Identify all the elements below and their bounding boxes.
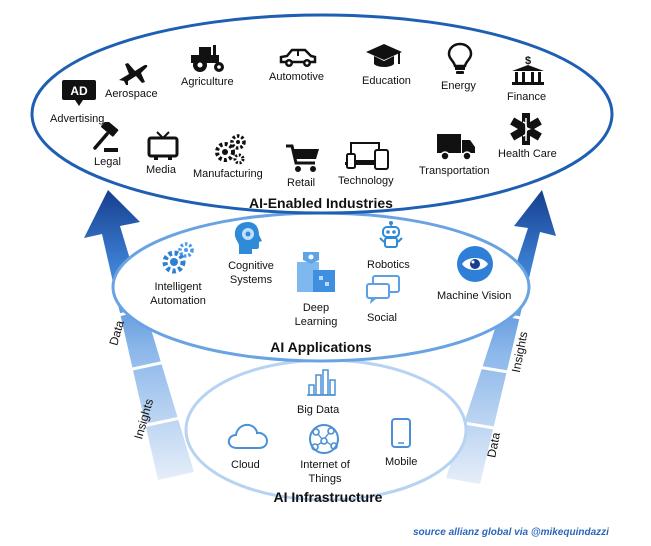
brain-head-icon xyxy=(232,220,266,261)
truck-icon xyxy=(436,133,476,166)
robot-icon xyxy=(378,220,404,255)
industries-ellipse xyxy=(30,13,614,215)
devices-icon xyxy=(345,142,389,175)
industry-label-manufacturing: Manufacturing xyxy=(193,168,263,180)
deep-learning-icon xyxy=(295,250,337,299)
left-flow-arrow xyxy=(84,190,194,480)
application-label-robotics: Robotics xyxy=(367,259,410,271)
application-label-cognitive-systems: Cognitive Systems xyxy=(228,260,274,286)
industry-label-automotive: Automotive xyxy=(269,71,325,83)
tractor-icon xyxy=(189,43,227,78)
star-of-life-icon xyxy=(509,112,543,151)
advertising-badge-icon: AD xyxy=(62,80,96,106)
eye-icon xyxy=(456,245,494,288)
left-arrow-divider xyxy=(142,416,181,428)
infrastructure-label-cloud: Cloud xyxy=(231,459,260,471)
source-credit: source allianz global via @mikequindazzi xyxy=(413,527,609,538)
advertising-badge-text: AD xyxy=(70,84,88,98)
industry-label-health-care: Health Care xyxy=(498,148,557,160)
industry-label-legal: Legal xyxy=(94,156,121,168)
right-flow-arrow xyxy=(446,190,556,484)
industries-title: AI-Enabled Industries xyxy=(249,195,393,211)
chat-bubbles-icon xyxy=(365,274,401,311)
gavel-icon xyxy=(90,120,122,159)
infrastructure-label-big-data: Big Data xyxy=(297,404,340,416)
television-icon xyxy=(147,131,179,166)
industry-label-advertising: Advertising xyxy=(50,113,105,125)
left-arrow-divider xyxy=(127,360,166,372)
network-globe-icon xyxy=(306,422,342,461)
graduation-cap-icon xyxy=(365,42,403,75)
industry-label-aerospace: Aerospace xyxy=(105,88,158,100)
application-label-deep-learning: Deep Learning xyxy=(294,302,338,328)
dollar-sign: $ xyxy=(525,55,531,67)
right-arrow-divider xyxy=(471,364,509,374)
application-label-social: Social xyxy=(367,312,397,324)
infrastructure-label-mobile: Mobile xyxy=(385,456,418,468)
industry-label-energy: Energy xyxy=(441,80,476,92)
airplane-icon xyxy=(117,58,149,91)
application-label-intelligent-automation: Intelligent Automation xyxy=(150,281,206,307)
bar-chart-icon xyxy=(305,367,337,402)
mobile-phone-icon xyxy=(390,417,412,454)
application-label-machine-vision: Machine Vision xyxy=(437,290,512,302)
automation-gears-icon xyxy=(160,242,194,281)
gears-icon xyxy=(213,133,247,170)
cloud-icon xyxy=(227,422,269,455)
bank-icon: $ xyxy=(511,54,545,91)
infrastructure-title: AI Infrastructure xyxy=(273,489,383,505)
industry-label-technology: Technology xyxy=(338,175,394,187)
industry-label-media: Media xyxy=(146,164,176,176)
shopping-cart-icon xyxy=(285,143,321,178)
industry-label-finance: Finance xyxy=(507,91,547,103)
car-icon xyxy=(278,47,318,74)
light-bulb-icon xyxy=(447,42,473,81)
infrastructure-label-internet-of-things: Internet of Things xyxy=(300,459,350,485)
applications-title: AI Applications xyxy=(270,339,372,355)
industry-label-retail: Retail xyxy=(287,177,316,189)
industry-label-transportation: Transportation xyxy=(419,165,490,177)
industry-label-agriculture: Agriculture xyxy=(181,76,234,88)
industry-label-education: Education xyxy=(362,75,411,87)
